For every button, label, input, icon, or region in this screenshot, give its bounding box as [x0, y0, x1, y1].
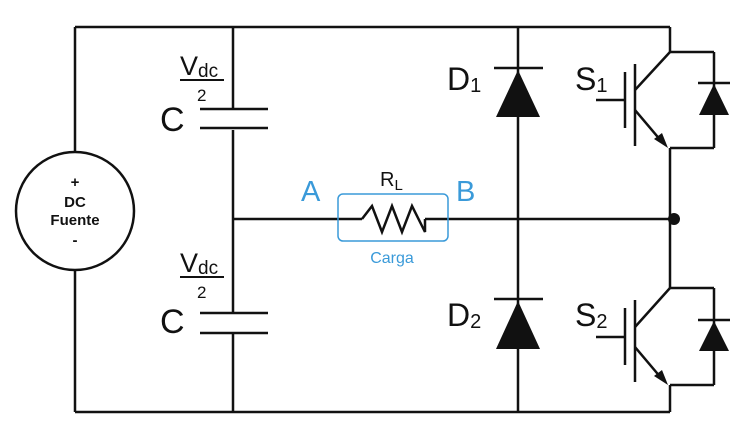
capacitor-upper: C Vdc 2 [160, 51, 268, 139]
switch-upper: S1 [575, 50, 730, 150]
node-a-label: A [301, 176, 321, 208]
resistor-symbol [361, 202, 427, 236]
capacitor-lower-label: C [160, 303, 185, 341]
junction-node-b [668, 213, 680, 225]
diode-lower-label: D2 [447, 297, 481, 333]
capacitor-upper-label: C [160, 101, 185, 139]
capacitor-lower: C Vdc 2 [160, 248, 268, 341]
switch-lower-label: S2 [575, 297, 607, 333]
source-fuente-label: Fuente [50, 212, 99, 229]
capacitor-lower-value-denominator: 2 [197, 283, 206, 302]
diode-upper-label: D1 [447, 61, 481, 97]
load: A B RL Carga [301, 169, 475, 267]
source-plus-label: + [71, 174, 80, 191]
source-dc-label: DC [64, 194, 86, 211]
node-b-label: B [456, 176, 475, 208]
load-caption: Carga [370, 250, 414, 267]
resistor-label: RL [380, 169, 403, 194]
switch-upper-label: S1 [575, 61, 607, 97]
capacitor-upper-value-denominator: 2 [197, 86, 206, 105]
dc-source: + DC Fuente - [14, 150, 136, 272]
capacitor-upper-value-numerator: Vdc [180, 51, 218, 82]
diode-upper: D1 [447, 61, 543, 117]
switch-lower: S2 [575, 286, 730, 387]
capacitor-lower-value-numerator: Vdc [180, 248, 218, 279]
diode-lower: D2 [447, 297, 543, 349]
source-minus-label: - [73, 232, 78, 249]
load-box [337, 193, 449, 242]
